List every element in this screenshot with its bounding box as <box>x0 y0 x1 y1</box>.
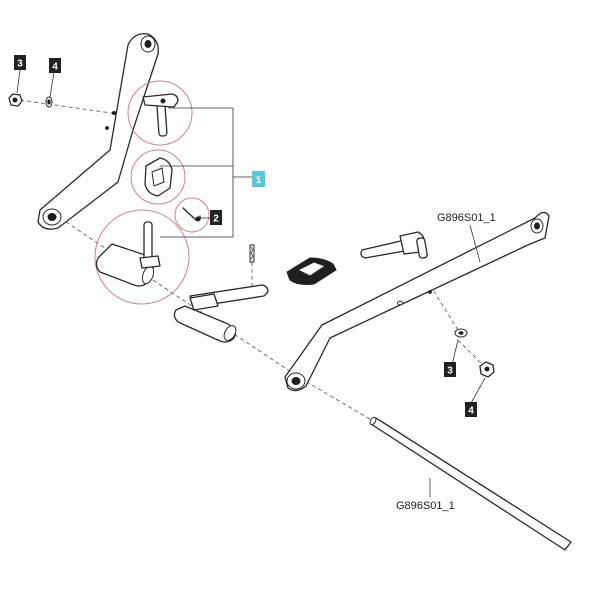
right-lift-arm <box>284 211 550 392</box>
callout-4-left: 4 <box>49 58 61 73</box>
left-washer <box>45 96 53 108</box>
callout-3-left: 3 <box>14 55 26 70</box>
rod-part-code: G896S01_1 <box>396 500 455 512</box>
callout-3-right: 3 <box>444 362 456 377</box>
detail-circle-bushing <box>130 149 186 205</box>
svg-text:4: 4 <box>52 62 58 73</box>
cotter-pin <box>249 244 255 263</box>
center-bushing <box>286 257 337 285</box>
arm-part-code: G896S01_1 <box>437 212 496 224</box>
callout-1-highlighted: 1 <box>252 171 265 187</box>
long-rod <box>369 416 572 551</box>
assembly-lines <box>19 99 487 426</box>
svg-text:4: 4 <box>468 406 474 417</box>
right-nut <box>479 361 495 378</box>
bracket-leader-1 <box>160 107 252 238</box>
svg-text:3: 3 <box>17 59 23 70</box>
callout-2: 2 <box>210 210 222 225</box>
left-lift-arm <box>37 33 159 230</box>
detail-circle-shaft <box>94 209 190 305</box>
detail-circle-clip <box>174 197 210 233</box>
svg-text:1: 1 <box>256 175 262 186</box>
callout-4-right: 4 <box>465 402 477 417</box>
lower-pivot-shaft <box>173 284 269 343</box>
detail-circle-pin <box>127 80 193 146</box>
svg-text:3: 3 <box>447 366 453 377</box>
right-washer <box>454 328 468 338</box>
right-pin <box>360 231 428 259</box>
left-nut <box>8 93 23 107</box>
callout-leaders <box>16 69 486 497</box>
svg-text:2: 2 <box>213 214 219 225</box>
